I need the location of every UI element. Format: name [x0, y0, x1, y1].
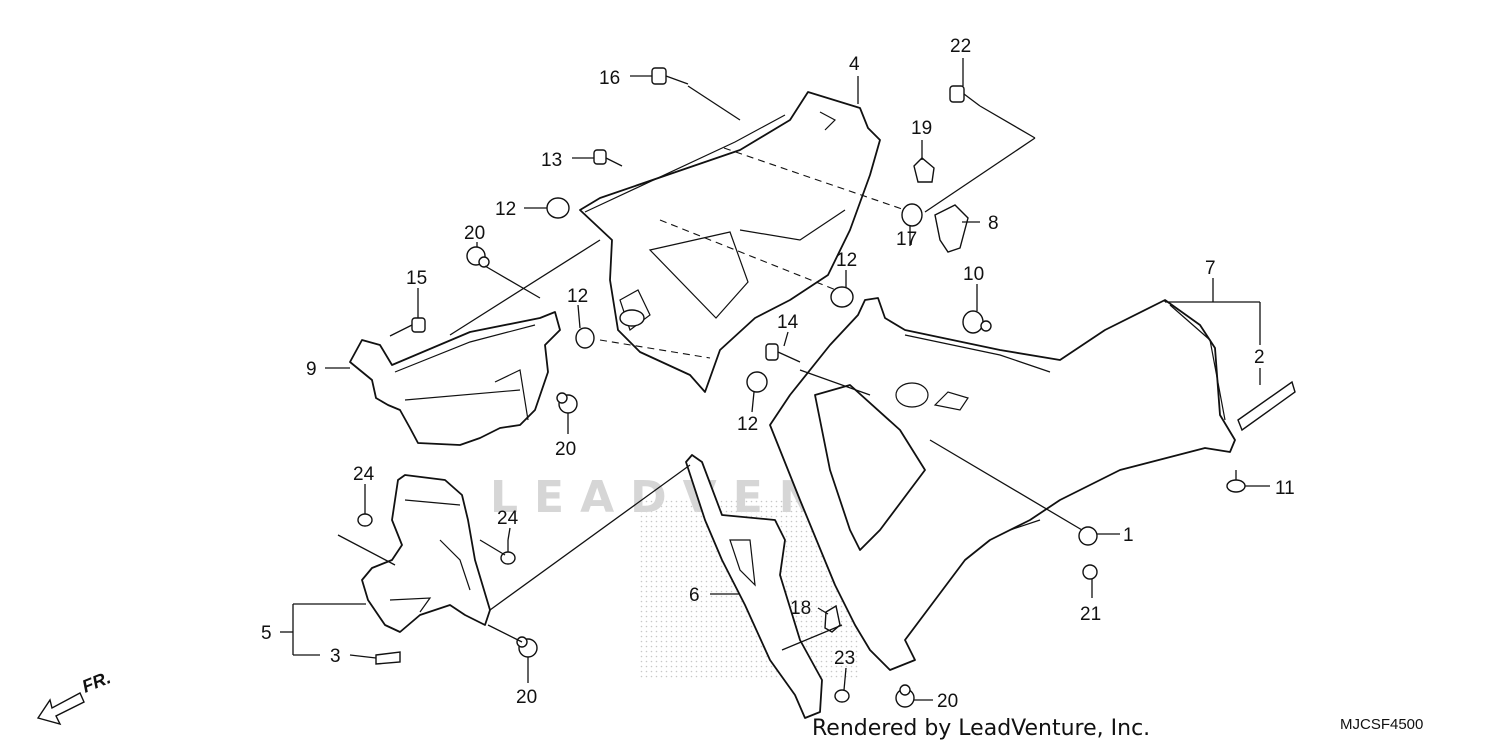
callout-12-mid-right: 12 [836, 250, 857, 271]
part-4-upper-cowl [579, 91, 881, 393]
part-18-clip [824, 604, 841, 633]
callout-15: 15 [406, 268, 427, 289]
callout-19: 19 [911, 118, 932, 139]
callout-9: 9 [306, 359, 317, 380]
callout-12-bottom: 12 [737, 414, 758, 435]
callout-8: 8 [988, 213, 999, 234]
callout-22: 22 [950, 36, 971, 57]
callout-20-lower-left: 20 [516, 687, 537, 708]
callout-2: 2 [1254, 347, 1265, 368]
part-7-side-cowl [769, 297, 1236, 671]
callout-24-left: 24 [353, 464, 375, 485]
callout-5: 5 [261, 623, 272, 644]
callout-23: 23 [834, 648, 855, 669]
callout-14: 14 [777, 312, 799, 333]
callout-16: 16 [599, 68, 620, 89]
callout-11: 11 [1275, 478, 1295, 499]
leader-lines [36, 58, 1270, 726]
front-arrow [36, 692, 85, 726]
callout-20-top: 20 [464, 223, 485, 244]
callout-20-left: 20 [555, 439, 576, 460]
part-8-bracket [934, 204, 969, 253]
part-5-lower-bracket [361, 474, 491, 633]
callout-labels: 16 4 22 19 13 12 8 17 20 15 12 12 10 7 2… [261, 36, 1295, 712]
callout-7: 7 [1205, 258, 1216, 279]
callout-18: 18 [790, 598, 811, 619]
callout-13: 13 [541, 150, 562, 171]
fasteners [357, 67, 1246, 708]
callout-12-top: 12 [495, 199, 516, 220]
callout-17: 17 [896, 229, 917, 250]
part-19-clip [913, 157, 935, 183]
callout-20-bottom: 20 [937, 691, 958, 712]
callout-4: 4 [849, 54, 860, 75]
render-credit: Rendered by LeadVenture, Inc. [812, 716, 1151, 741]
callout-12-mid-left: 12 [567, 286, 588, 307]
callout-3: 3 [330, 646, 341, 667]
callout-10: 10 [963, 264, 984, 285]
diagram-code: MJCSF4500 [1340, 716, 1424, 733]
callout-6: 6 [689, 585, 700, 606]
callout-24-right: 24 [497, 508, 519, 529]
part-2-strip [1237, 380, 1296, 432]
callout-21: 21 [1080, 604, 1101, 625]
callout-1: 1 [1123, 525, 1134, 546]
part-6-garnish [685, 454, 823, 719]
part-3-strip [375, 651, 401, 665]
part-9-inner-panel [349, 311, 561, 446]
